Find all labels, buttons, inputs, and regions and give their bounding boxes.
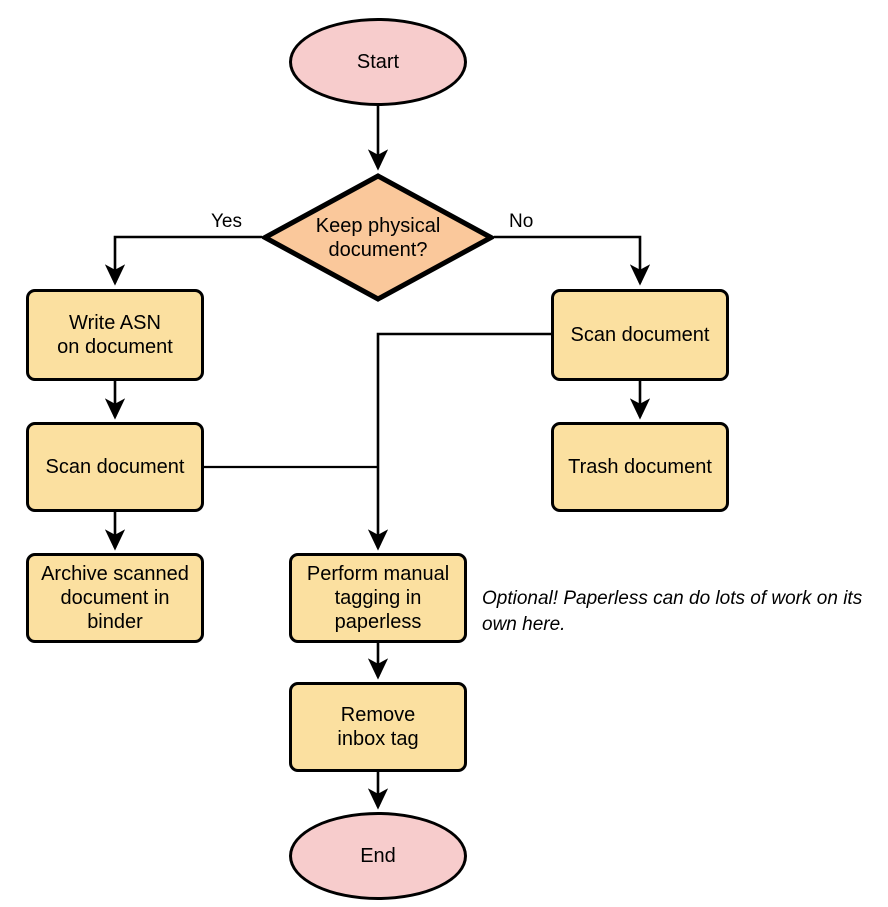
node-perform-manual-tagging-in-paperless[interactable]: Perform manual tagging in paperless <box>289 553 467 643</box>
edge-decision-no-to-scan-document-right <box>494 235 651 286</box>
node-remove-inbox-tag[interactable]: Remove inbox tag <box>289 682 467 772</box>
edge-label-no: No <box>509 211 534 232</box>
node-end[interactable]: End <box>289 812 467 900</box>
edge-scan-document-right-to-manual-tagging <box>367 332 551 551</box>
node-trash-document[interactable]: Trash document <box>551 422 729 512</box>
node-keep-physical-document[interactable]: Keep physical document? <box>262 173 494 302</box>
edge-label-yes: Yes <box>211 211 242 232</box>
diamond-shape <box>262 173 494 302</box>
node-archive-scanned-document-in-binder[interactable]: Archive scanned document in binder <box>26 553 204 643</box>
node-start[interactable]: Start <box>289 18 467 106</box>
edge-decision-yes-to-write-asn <box>104 235 262 286</box>
node-keep-physical-document-label: Keep physical document? <box>315 214 441 261</box>
node-scan-document-left[interactable]: Scan document <box>26 422 204 512</box>
annotation-optional-note: Optional! Paperless can do lots of work … <box>482 588 863 635</box>
node-write-asn-on-document[interactable]: Write ASN on document <box>26 289 204 381</box>
node-scan-document-right[interactable]: Scan document <box>551 289 729 381</box>
